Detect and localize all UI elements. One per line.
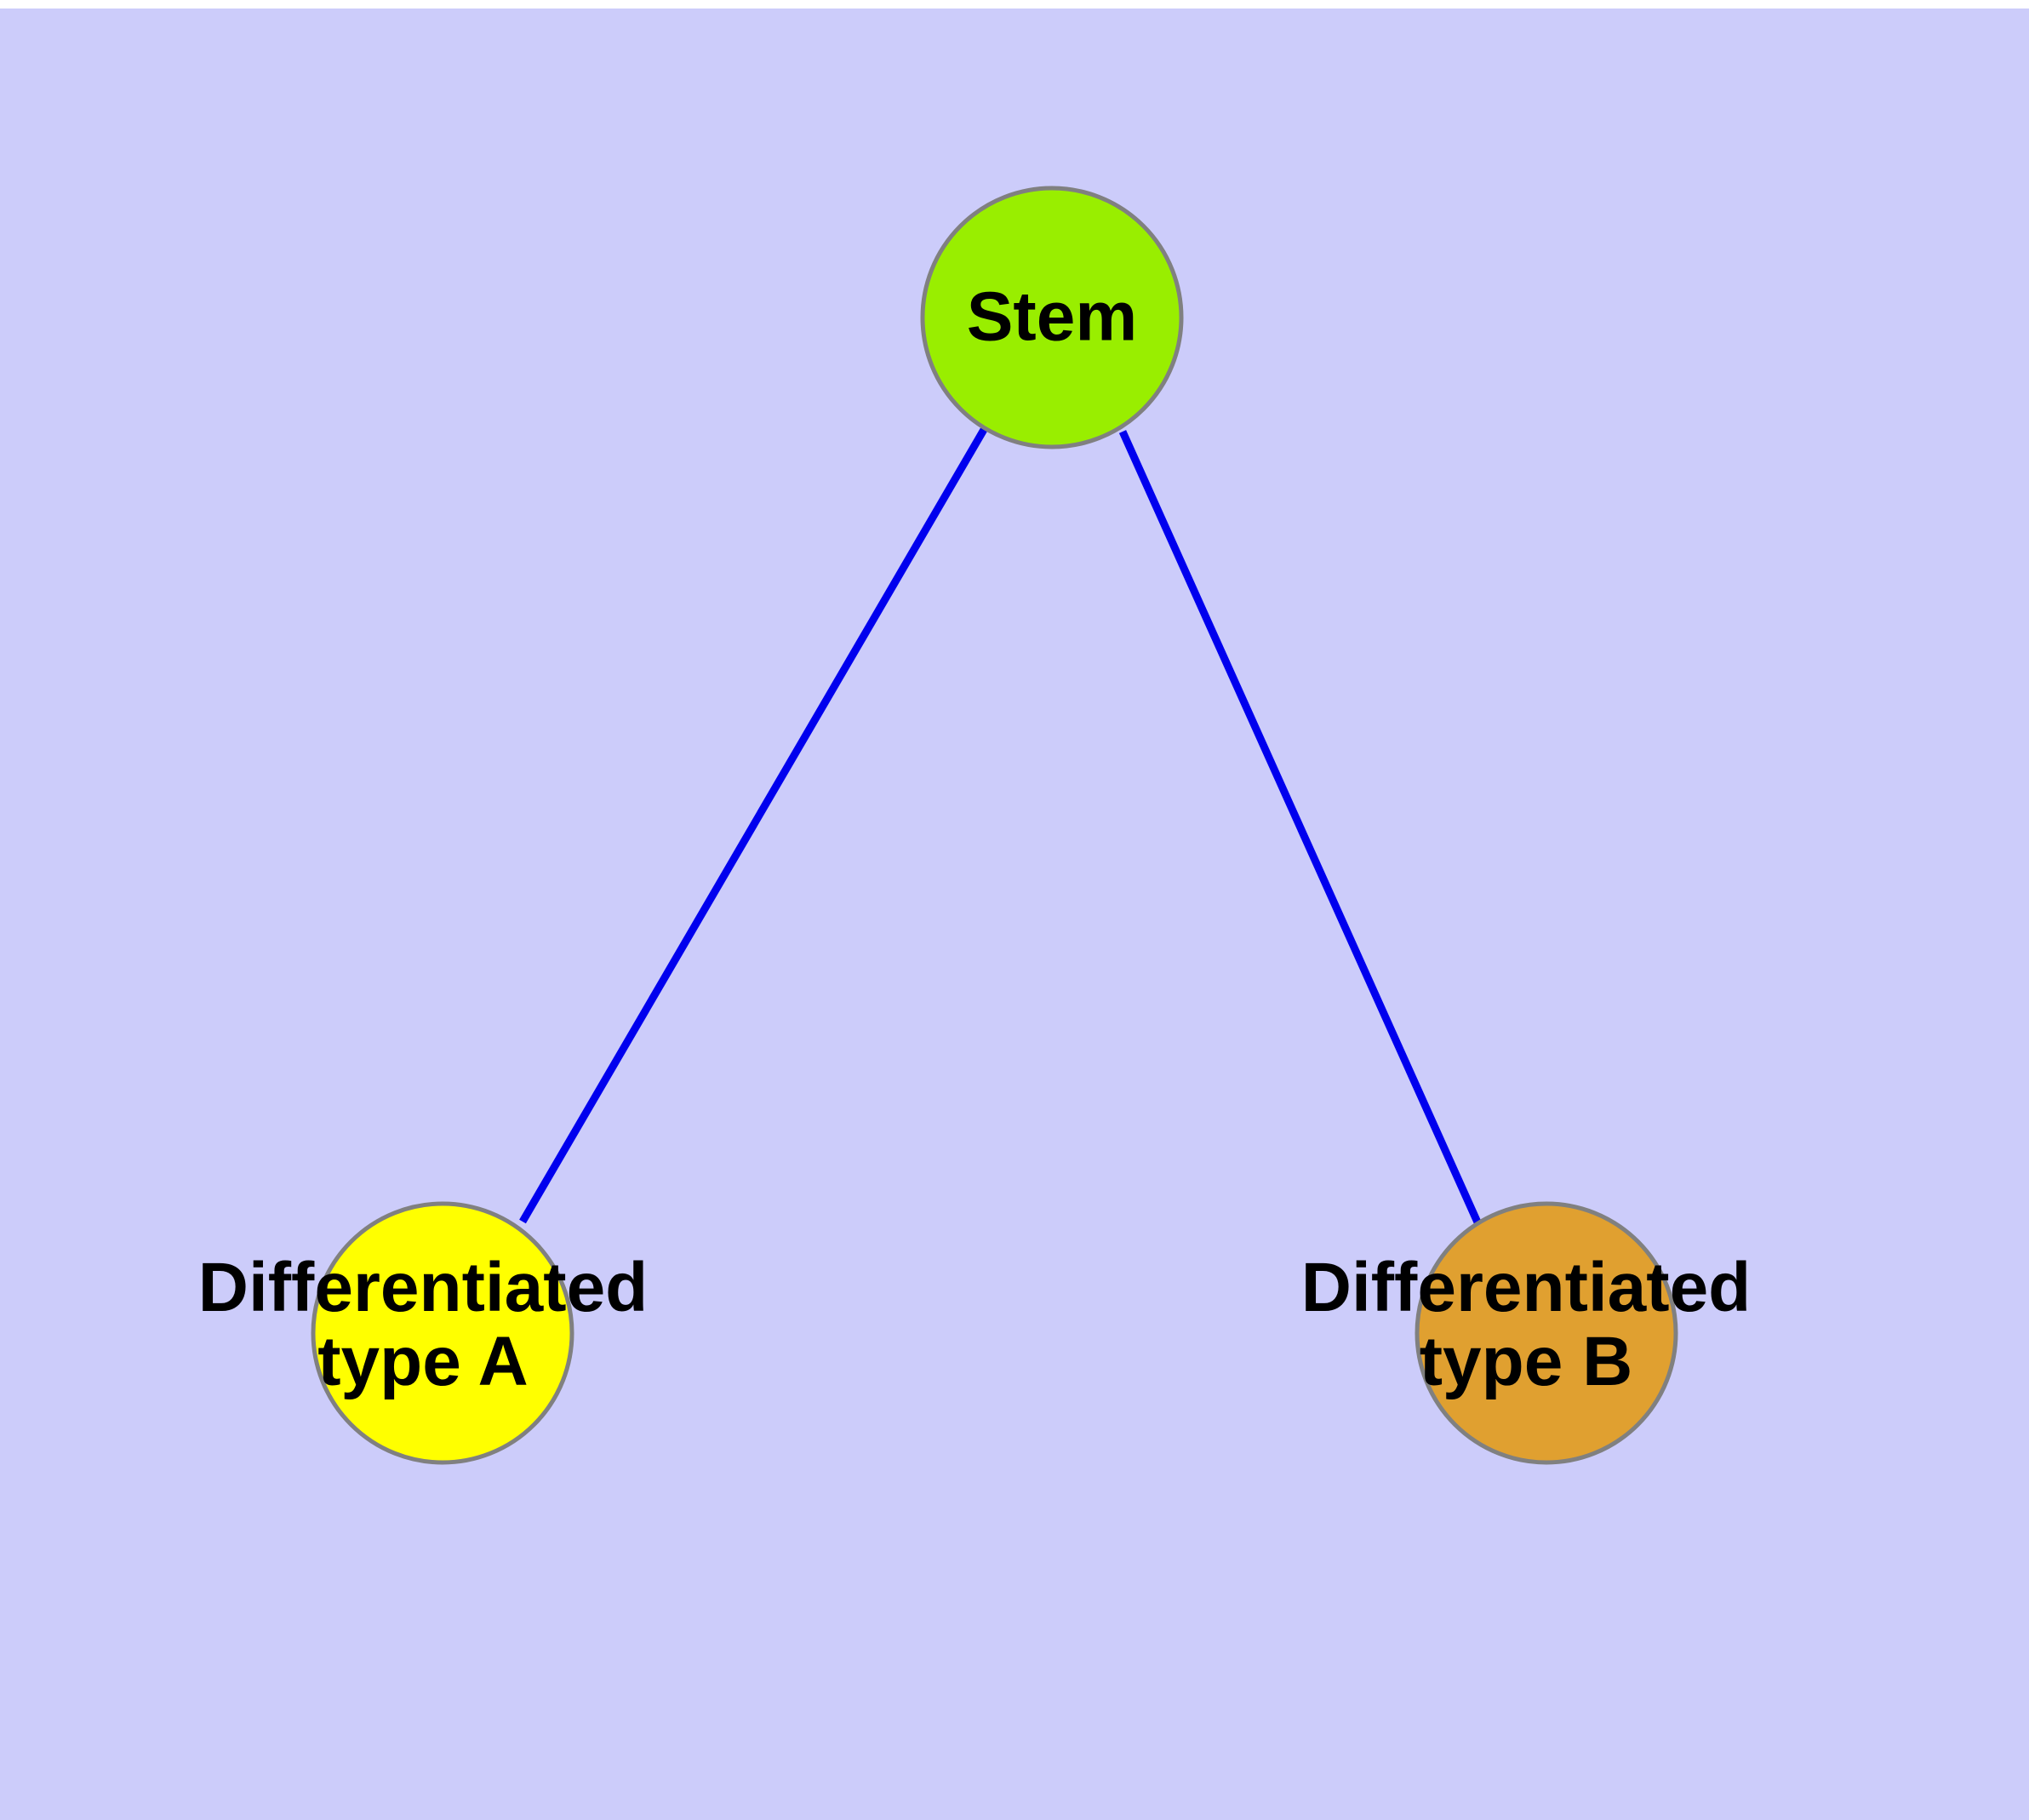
edges-group — [519, 426, 1483, 1226]
nodes-group — [311, 186, 1678, 1465]
graph-edge-stem-to-diff_a — [519, 426, 988, 1224]
graph-svg — [311, 186, 1678, 1465]
graph-node-diff_b[interactable] — [1415, 1201, 1678, 1465]
graph-edge-stem-to-diff_b — [1118, 430, 1483, 1226]
graph-node-diff_a[interactable] — [311, 1201, 574, 1465]
graph-node-stem[interactable] — [920, 186, 1184, 449]
